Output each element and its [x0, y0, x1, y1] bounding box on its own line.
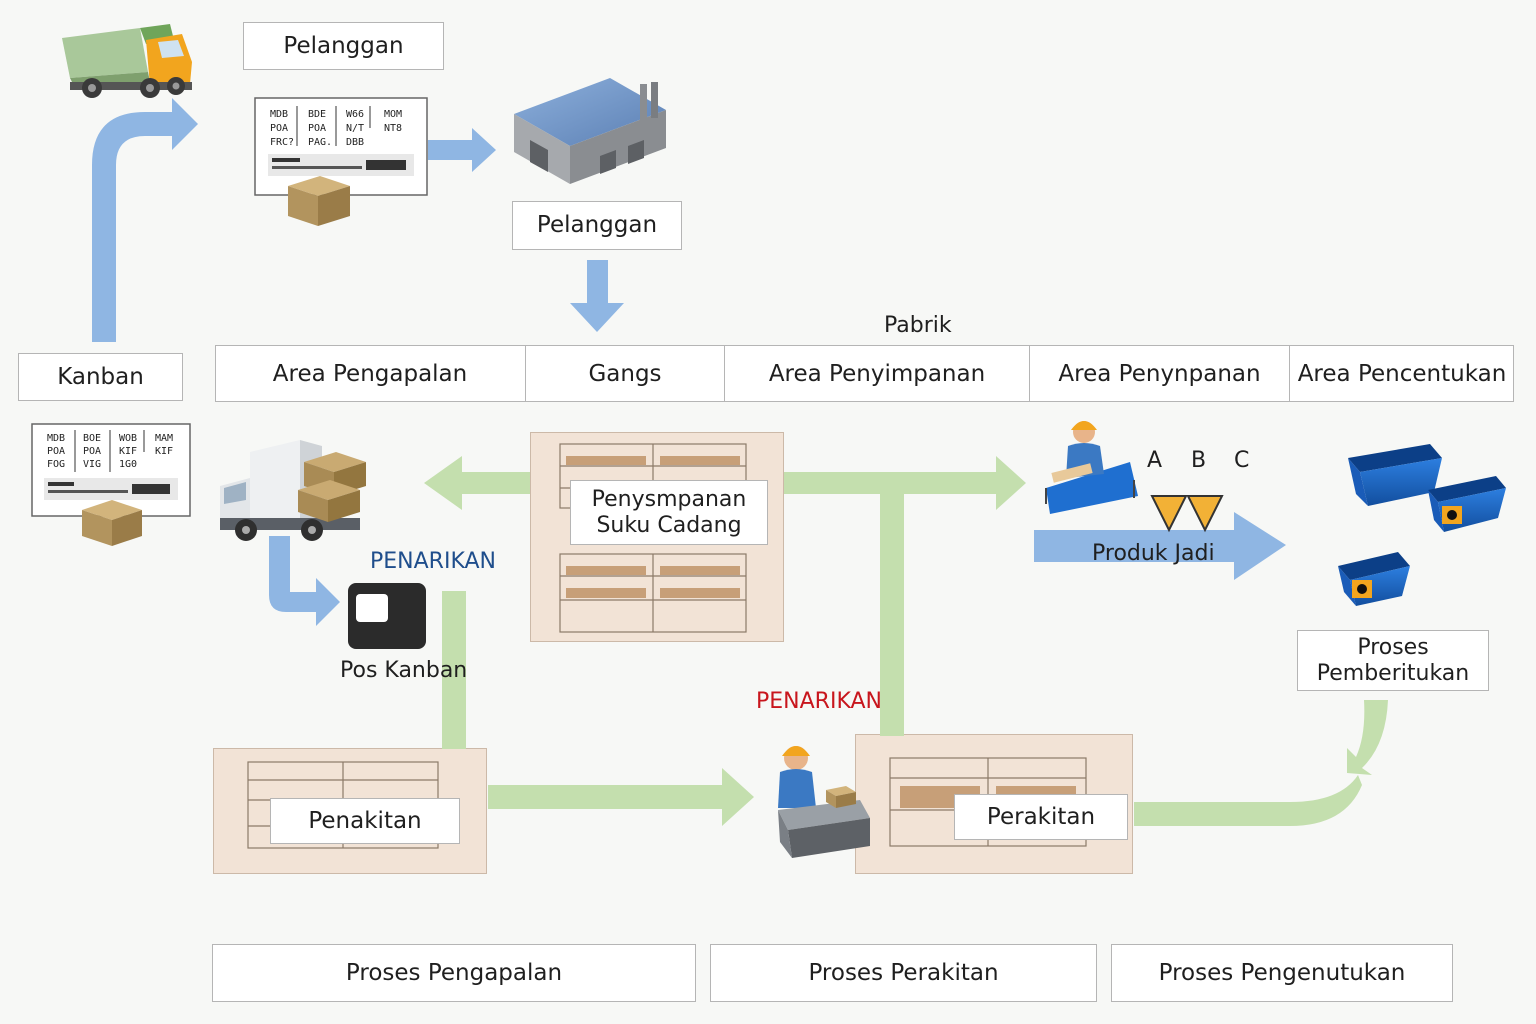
green-arrow-return-curve	[1134, 700, 1388, 826]
document-field: PAG.	[308, 137, 332, 148]
document-field: KIF	[119, 446, 137, 457]
inspector-icon	[1045, 421, 1138, 514]
assembly-label-left: Penakitan	[270, 798, 460, 844]
delivery-truck-icon	[220, 440, 366, 541]
notification-process-label: Proses Pemberitukan	[1297, 630, 1489, 691]
storage-boxes	[566, 456, 740, 598]
blue-arrow-down-to-factory	[570, 260, 624, 332]
kanban-post-label: Pos Kanban	[340, 658, 468, 683]
document-field: VIG	[83, 459, 101, 470]
parts-storage-label: Penysmpanan Suku Cadang	[570, 480, 768, 545]
finished-goods-label: Produk Jadi	[1092, 541, 1215, 566]
kanban-label: Kanban	[18, 353, 183, 401]
abc-label-c: C	[1234, 448, 1250, 473]
green-line-vertical-center	[880, 490, 904, 736]
document-field: NT8	[384, 123, 402, 134]
area-header-row	[215, 345, 1514, 402]
factory-title: Pabrik	[884, 313, 952, 338]
green-arrow-storage-to-truck	[424, 456, 530, 510]
document-field: W66	[346, 109, 364, 120]
blue-bin-icon	[1348, 444, 1442, 506]
cardboard-box-icon	[288, 176, 350, 226]
pull-label-red: PENARIKAN	[756, 689, 882, 714]
blue-arrow-doc-to-factory	[428, 128, 496, 172]
pull-label-blue: PENARIKAN	[370, 549, 496, 574]
document-field: BDE	[308, 109, 326, 120]
green-line-post-down	[442, 591, 466, 749]
document-field: MOM	[384, 109, 402, 120]
blue-arrow-kanban-up	[92, 98, 198, 342]
document-field: POA	[47, 446, 65, 457]
document-field: BOE	[83, 433, 101, 444]
green-arrow-assembly-to-worker	[488, 768, 754, 826]
customer-label-factory: Pelanggan	[512, 201, 682, 250]
document-field: MAM	[155, 433, 173, 444]
footer-shipping-process: Proses Pengapalan	[212, 944, 696, 1002]
document-field: KIF	[155, 446, 173, 457]
document-field: POA	[308, 123, 326, 134]
column-header-shipping: Area Pengapalan	[215, 345, 526, 402]
document-field: WOB	[119, 433, 137, 444]
blue-arrow-finished-goods	[1034, 512, 1286, 580]
document-field: MDB	[47, 433, 65, 444]
abc-triangles	[1150, 495, 1224, 533]
document-field: FRC?	[270, 137, 294, 148]
customer-label-top: Pelanggan	[243, 22, 444, 70]
blue-bin-icon-2	[1428, 476, 1506, 532]
document-field: POA	[83, 446, 101, 457]
document-field: FOG	[47, 459, 65, 470]
abc-label-b: B	[1191, 448, 1207, 473]
document-field: DBB	[346, 137, 364, 148]
column-header-storage: Area Penyimpanan	[725, 345, 1030, 402]
shipping-document-side: MDB POA FOG BOE POA VIG WOB KIF 1G0 MAM KIF	[31, 423, 191, 546]
dump-truck-icon	[62, 24, 192, 98]
document-field: N/T	[346, 123, 364, 134]
document-field: MDB	[270, 109, 288, 120]
blue-bin-icon-3	[1338, 552, 1410, 606]
factory-icon	[514, 78, 666, 184]
column-header-gangs: Gangs	[526, 345, 725, 402]
column-header-storage-2: Area Penynpanan	[1030, 345, 1290, 402]
abc-label-a: A	[1147, 448, 1163, 473]
document-field: 1G0	[119, 459, 137, 470]
blue-arrow-truck-to-post	[269, 536, 340, 626]
green-arrow-storage-to-inspect	[784, 456, 1026, 510]
footer-assembly-process: Proses Perakitan	[710, 944, 1097, 1002]
kanban-post-icon	[348, 583, 426, 649]
footer-determination-process: Proses Pengenutukan	[1111, 944, 1453, 1002]
column-header-determination: Area Pencentukan	[1297, 360, 1507, 387]
document-field: POA	[270, 123, 288, 134]
assembly-label-right: Perakitan	[954, 794, 1128, 840]
worker-icon	[778, 746, 870, 858]
